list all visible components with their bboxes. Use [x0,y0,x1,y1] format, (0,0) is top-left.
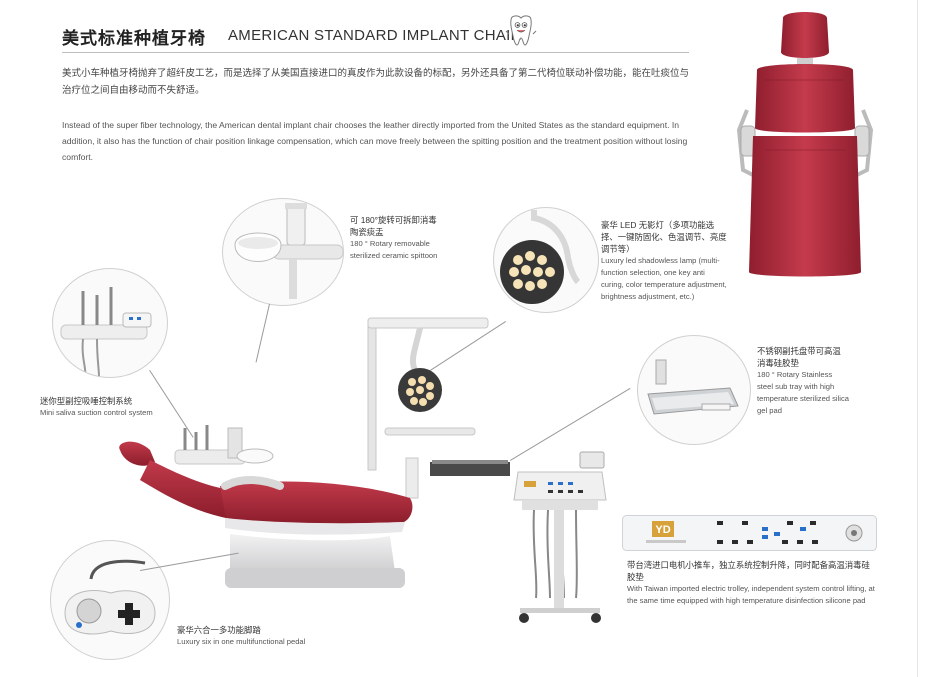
saliva-system-detail-circle [52,268,168,378]
title-chinese: 美式标准种植牙椅 [62,29,206,48]
caption-trolley-cn: 带台湾进口电机小推车，独立系统控制升降，同时配备高温消毒硅胶垫 [627,560,870,582]
caption-saliva: 迷你型副控吸唾控制系统 Mini saliva suction control … [40,395,190,419]
caption-pedal-en: Luxury six in one multifunctional pedal [177,637,306,646]
intro-english: Instead of the super fiber technology, t… [62,120,688,162]
caption-pedal: 豪华六合一多功能脚踏 Luxury six in one multifuncti… [177,624,337,648]
chair-top-view-image [735,10,875,278]
pedal-detail-circle [50,540,170,660]
caption-pedal-cn: 豪华六合一多功能脚踏 [177,625,261,635]
caption-lamp: 豪华 LED 无影灯（多项功能选择、一键防固化、色温调节、亮度调节等） Luxu… [601,219,729,303]
caption-saliva-cn: 迷你型副控吸唾控制系统 [40,396,133,406]
intro-chinese: 美式小车种植牙椅抛弃了超纤皮工艺，而是选择了从美国直接进口的真皮作为此款设备的标… [62,68,690,96]
caption-spittoon-en: 180 ° Rotary removable sterilized cerami… [350,239,438,260]
caption-tray: 不锈钢副托盘带可高温消毒硅胶垫 180 ° Rotary Stainless s… [757,345,849,417]
caption-tray-en: 180 ° Rotary Stainless steel sub tray wi… [757,370,850,415]
caption-tray-cn: 不锈钢副托盘带可高温消毒硅胶垫 [757,346,841,368]
tooth-mascot-icon [505,14,537,48]
caption-lamp-cn: 豪华 LED 无影灯（多项功能选择、一键防固化、色温调节、亮度调节等） [601,220,727,254]
page-edge-line [917,0,918,677]
caption-trolley: 带台湾进口电机小推车，独立系统控制升降，同时配备高温消毒硅胶垫 With Tai… [627,559,877,607]
caption-lamp-en: Luxury led shadowless lamp (multi-functi… [601,256,727,301]
control-panel-image: YD [622,515,877,551]
caption-trolley-en: With Taiwan imported electric trolley, i… [627,584,875,605]
lamp-detail-circle [493,207,599,313]
caption-spittoon: 可 180°旋转可拆卸消毒陶瓷痰盂 180 ° Rotary removable… [350,214,442,262]
electric-trolley-image [510,448,610,628]
caption-saliva-en: Mini saliva suction control system [40,408,153,417]
panel-logo-text: YD [655,524,670,536]
title-divider [62,52,689,53]
title-english: AMERICAN STANDARD IMPLANT CHAIR [228,27,522,44]
caption-spittoon-cn: 可 180°旋转可拆卸消毒陶瓷痰盂 [350,215,437,237]
spittoon-detail-circle [222,198,344,306]
dental-chair-image [110,310,510,600]
tray-detail-circle [637,335,751,445]
